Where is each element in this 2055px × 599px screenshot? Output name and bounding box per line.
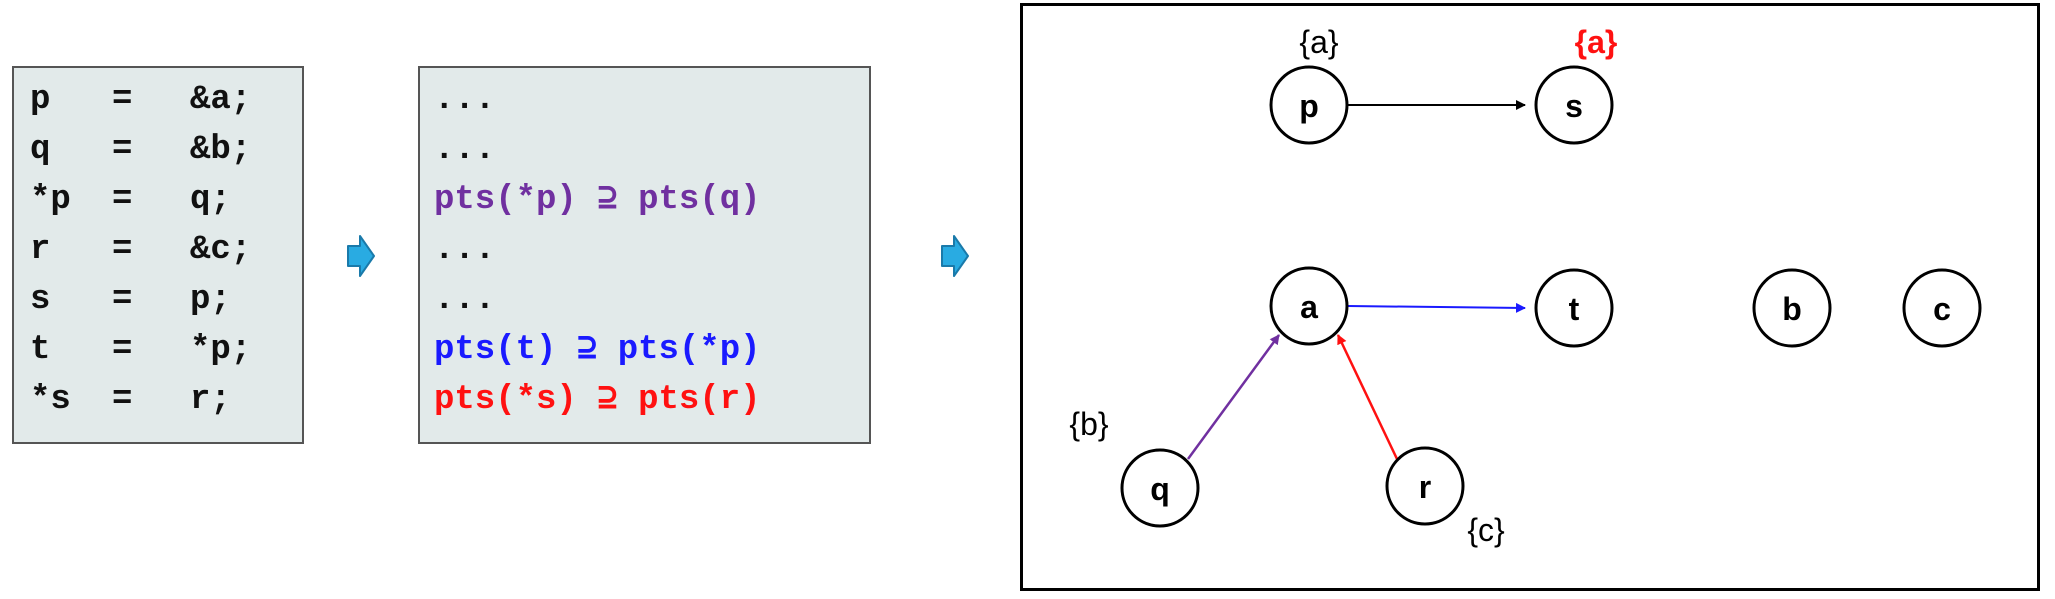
node-t-label: t — [1569, 291, 1580, 327]
pts-label-p: {a} — [1299, 24, 1338, 60]
stmt-lhs: *p — [30, 181, 71, 219]
stmt-op: = — [112, 331, 133, 369]
stmt-op: = — [112, 131, 133, 169]
stmt-rhs: p; — [190, 281, 231, 319]
stmt-op: = — [112, 381, 133, 419]
edge-r-a — [1336, 334, 1399, 460]
stmt-op: = — [112, 281, 133, 319]
stmt-lhs: r — [30, 231, 51, 269]
node-r-circle — [1385, 446, 1465, 526]
stmt-op: = — [112, 81, 133, 119]
node-b-label: b — [1782, 291, 1802, 327]
node-t: t — [1534, 268, 1614, 348]
stmt-lhs: *s — [30, 381, 71, 419]
stmt-lhs: q — [30, 131, 51, 169]
program-line: *p = q; — [30, 180, 231, 380]
pts-label-r: {c} — [1467, 512, 1505, 548]
node-q: q — [1120, 448, 1200, 528]
stmt-rhs: &b; — [190, 131, 252, 169]
node-p-label: p — [1299, 88, 1319, 124]
node-c-label: c — [1933, 291, 1951, 327]
program-line: *s = r; — [30, 380, 231, 580]
right-arrow-icon — [941, 235, 969, 277]
node-q-label: q — [1150, 471, 1170, 507]
constraint-line: ... — [434, 131, 496, 169]
node-p-circle — [1269, 65, 1349, 145]
node-r: r — [1385, 446, 1465, 526]
pts-label-s: {a} — [1575, 24, 1618, 60]
constraint-line: ... — [434, 281, 496, 319]
program-line: s = p; — [30, 280, 231, 480]
node-t-circle — [1534, 268, 1614, 348]
right-arrow-shape — [347, 235, 375, 277]
constraint-line: pts(*p) ⊇ pts(q) — [434, 181, 761, 219]
node-s-label: s — [1565, 88, 1583, 124]
node-c: c — [1902, 268, 1982, 348]
constraint-graph: p s a t b c q r {a} {a} {b} {c} — [1020, 3, 2040, 591]
stmt-op: = — [112, 231, 133, 269]
right-arrow-icon — [347, 235, 375, 277]
stmt-lhs: s — [30, 281, 51, 319]
constraint-line: ... — [434, 231, 496, 269]
program-line: p = &a; — [30, 80, 251, 280]
stmt-rhs: &c; — [190, 231, 252, 269]
stmt-rhs: r; — [190, 381, 231, 419]
constraint-line: pts(*s) ⊇ pts(r) — [434, 381, 761, 419]
stmt-lhs: t — [30, 331, 51, 369]
edge-q-a — [1186, 334, 1281, 460]
constraint-line: ... — [434, 81, 496, 119]
edge-a-t — [1347, 302, 1526, 313]
node-s-circle — [1534, 65, 1614, 145]
node-r-label: r — [1419, 469, 1431, 505]
node-p: p — [1269, 65, 1349, 145]
node-b-circle — [1752, 268, 1832, 348]
pts-label-q: {b} — [1069, 406, 1108, 442]
stmt-op: = — [112, 181, 133, 219]
node-a-circle — [1269, 266, 1349, 346]
stmt-rhs: q; — [190, 181, 231, 219]
stmt-rhs: &a; — [190, 81, 252, 119]
program-code-box: p = &a; q = &b; *p = q; r = &c; s = p; t… — [12, 66, 304, 444]
program-line: q = &b; — [30, 130, 251, 330]
node-a-label: a — [1300, 289, 1318, 325]
stmt-lhs: p — [30, 81, 51, 119]
node-a: a — [1269, 266, 1349, 346]
constraint-line: pts(t) ⊇ pts(*p) — [434, 331, 761, 369]
right-arrow-shape — [941, 235, 969, 277]
program-line: r = &c; — [30, 230, 251, 430]
node-b: b — [1752, 268, 1832, 348]
node-s: s — [1534, 65, 1614, 145]
stmt-rhs: *p; — [190, 331, 252, 369]
node-c-circle — [1902, 268, 1982, 348]
program-line: t = *p; — [30, 330, 251, 530]
constraints-code-box: ... ... pts(*p) ⊇ pts(q) ... ... pts(t) … — [418, 66, 871, 444]
node-q-circle — [1120, 448, 1200, 528]
